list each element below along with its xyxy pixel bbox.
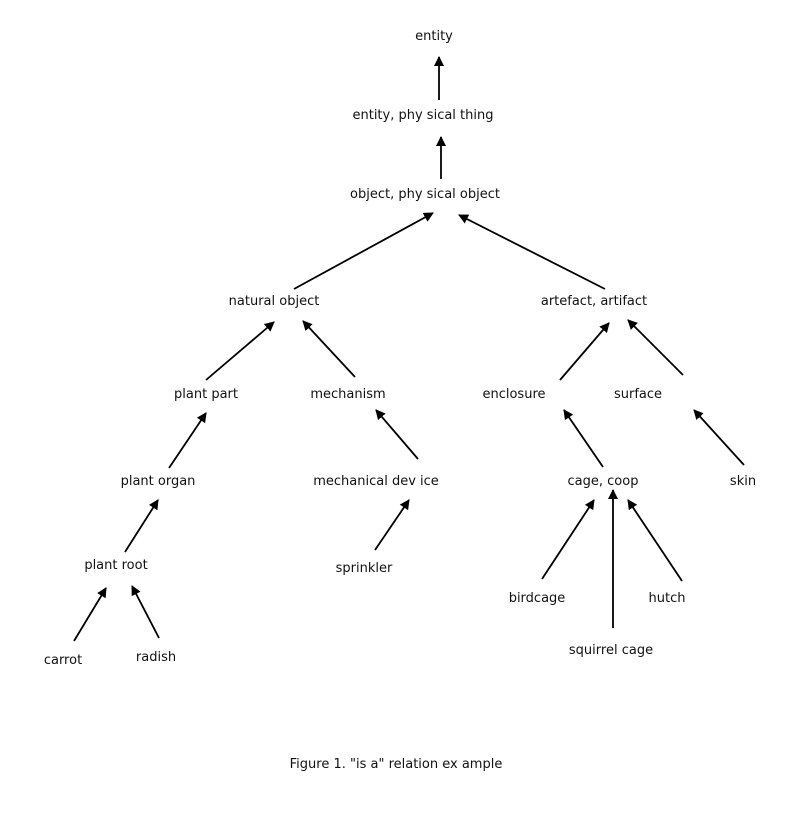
node-artefact: artefact, artifact <box>541 294 647 309</box>
edge-enclosure-to-artefact <box>559 322 610 381</box>
edges-layer <box>73 56 745 642</box>
node-surface: surface <box>614 387 662 402</box>
edge-natural-object-to-object <box>293 212 434 290</box>
node-sprinkler: sprinkler <box>336 561 393 576</box>
edge-mechanism-to-natural-object <box>302 320 356 378</box>
node-plant-organ: plant organ <box>121 474 196 489</box>
nodes-layer: entity entity, phy sical thing object, phy… <box>44 29 756 668</box>
figure-caption: Figure 1. "is a" relation ex ample <box>290 757 503 772</box>
node-skin: skin <box>730 474 756 489</box>
node-mechanical-device: mechanical dev ice <box>313 474 439 489</box>
edge-surface-to-artefact <box>627 319 684 376</box>
edge-skin-to-surface <box>693 409 745 466</box>
node-squirrel-cage: squirrel cage <box>569 643 653 658</box>
edge-radish-to-plant-root <box>131 585 160 639</box>
node-plant-part: plant part <box>174 387 238 402</box>
edge-plant-part-to-natural-object <box>205 321 275 381</box>
edge-plant-organ-to-plant-part <box>168 412 207 469</box>
edge-hutch-to-cage <box>627 499 683 582</box>
edge-mechanical-device-to-mechanism <box>375 409 419 460</box>
edge-artefact-to-object <box>458 214 606 290</box>
edge-cage-to-enclosure <box>563 409 604 468</box>
node-cage: cage, coop <box>568 474 639 489</box>
node-physical-thing: entity, phy sical thing <box>352 108 493 123</box>
node-mechanism: mechanism <box>310 387 385 402</box>
node-object: object, phy sical object <box>350 187 500 202</box>
edge-birdcage-to-cage <box>541 499 595 580</box>
node-natural-object: natural object <box>229 294 320 309</box>
edge-carrot-to-plant-root <box>73 587 107 642</box>
node-radish: radish <box>136 650 176 665</box>
node-carrot: carrot <box>44 653 82 668</box>
node-birdcage: birdcage <box>509 591 566 606</box>
node-entity: entity <box>415 29 453 44</box>
edge-plant-root-to-plant-organ <box>124 499 159 553</box>
node-enclosure: enclosure <box>482 387 545 402</box>
node-hutch: hutch <box>649 591 686 606</box>
edge-sprinkler-to-mechanical-device <box>374 499 410 551</box>
node-plant-root: plant root <box>84 558 147 573</box>
